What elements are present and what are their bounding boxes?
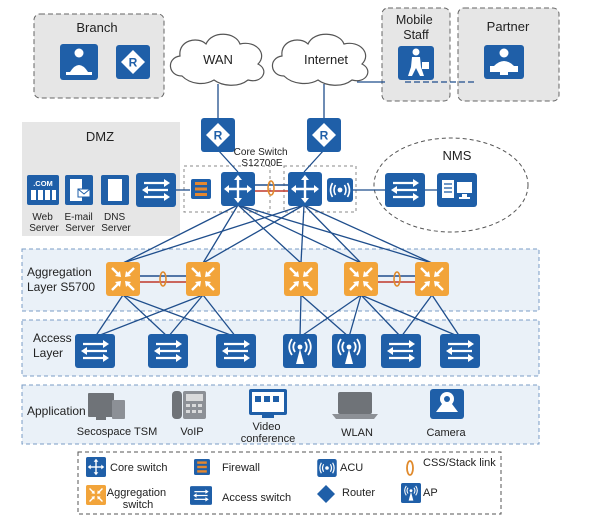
legend-ap: AP [423,487,438,499]
web-server-label: Web Server [29,212,59,234]
firewall-icon [194,459,210,475]
router-icon [116,45,150,79]
mobile-staff-label: Mobile Staff [396,13,436,42]
aggregation-switch-icon [106,262,140,296]
legend-stack-link: CSS/Stack link [423,457,496,469]
aggregation-switch-icon [284,262,318,296]
access-switch-icon [216,334,256,368]
camera-icon [430,389,464,419]
dmz-label: DMZ [86,129,114,144]
email-server-label: E-mail Server [64,212,95,234]
wlan-label: WLAN [341,427,373,439]
core-switch-icon [288,172,322,206]
aggregation-label: Aggregation Layer S5700 [27,265,95,294]
wan-cloud: WAN [169,33,265,86]
wan-label: WAN [203,52,233,67]
cloud-icon [169,33,265,86]
core-dashed-box [183,165,357,213]
acu-icon [327,178,353,202]
aggregation-switch-icon [86,485,106,505]
application-label: Application [27,404,86,418]
mobile-staff-icon [398,46,434,80]
acu-icon [316,459,338,477]
core-switch-icon [86,457,106,477]
email-server [65,175,93,205]
firewall-icon [191,179,211,199]
video-conference-icon [249,389,287,418]
voip-phone-icon [172,391,206,419]
aggregation-switch-icon [415,262,449,296]
stack-link-icon [406,460,414,476]
links [94,84,461,338]
access-switch-icon [75,334,115,368]
branch-label: Branch [76,20,117,35]
legend-core-switch: Core switch [110,462,167,474]
internet-cloud: Internet [271,33,369,86]
legend-firewall: Firewall [222,462,260,474]
core-switch-icon [221,172,255,206]
legend-acu: ACU [340,462,363,474]
voip-label: VoIP [180,426,203,438]
camera-label: Camera [426,427,466,439]
core-switch-label: Core Switch S12700E [234,147,291,169]
router-icon [307,118,341,152]
ap-icon [283,334,317,368]
access-switch-icon [440,334,480,368]
dns-server-label: DNS Server [101,212,131,234]
aggregation-zone: Aggregation Layer S5700 [21,248,540,312]
access-switch-icon [136,173,176,207]
svg-text:.COM: .COM [33,179,53,188]
branch-user-icon [60,44,98,80]
internet-label: Internet [304,52,348,67]
cloud-icon [271,33,369,86]
legend-access-switch: Access switch [222,492,291,504]
router-icon [316,484,336,504]
dns-server [101,175,129,205]
video-conference-label: Video conference [241,421,295,445]
legend-router: Router [342,487,375,499]
nms-server-icon [437,173,477,207]
secospace-tsm-icon [88,393,125,420]
partner-icon [484,45,524,79]
aggregation-switch-icon [186,262,220,296]
router-icon [201,118,235,152]
secospace-tsm-label: Secospace TSM [77,426,158,438]
access-switch-icon [381,334,421,368]
access-label: Access Layer [33,331,75,360]
stack-links [140,180,415,287]
access-switch-icon [190,486,212,505]
ap-icon [401,483,421,503]
nms-label: NMS [443,148,472,163]
ap-icon [332,334,366,368]
legend: Core switch Firewall ACU CSS/Stack link … [77,451,502,515]
aggregation-switch-icon [344,262,378,296]
partner-label: Partner [487,19,530,34]
legend-aggregation-switch: Aggregation switch [107,487,169,511]
web-server: .COM [27,175,59,205]
wlan-laptop-icon [332,392,378,419]
access-switch-icon [385,173,425,207]
access-switch-icon [148,334,188,368]
